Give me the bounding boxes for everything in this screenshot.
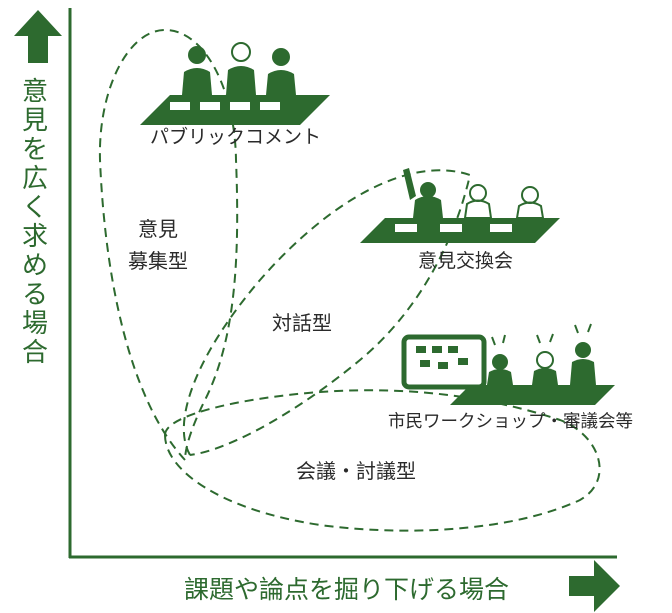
method-opinion-exchange: 意見交換会 (418, 250, 514, 272)
idea-collection-region (98, 28, 239, 461)
group-idea-collection-line2: 募集型 (128, 249, 188, 273)
y-axis-label: 意見を広く求める場合 (22, 77, 49, 368)
group-dialogue: 対話型 (272, 311, 332, 335)
workshop-illustration (401, 323, 615, 405)
opinion-exchange-illustration (360, 168, 560, 243)
group-deliberation: 会議・討議型 (296, 459, 416, 483)
method-public-comment: パブリックコメント (150, 126, 322, 148)
deliberation-region (164, 389, 601, 532)
right-arrow-icon (569, 560, 620, 612)
group-idea-collection-line1: 意見 (138, 217, 178, 241)
public-comment-illustration (140, 42, 330, 125)
x-axis-label: 課題や論点を掘り下げる場合 (184, 575, 510, 604)
group-idea-collection: 意見 募集型 (128, 213, 188, 277)
up-arrow-icon (14, 10, 62, 63)
dialogue-region (182, 169, 472, 456)
method-workshop: 市民ワークショップ・審議会等 (388, 412, 633, 432)
